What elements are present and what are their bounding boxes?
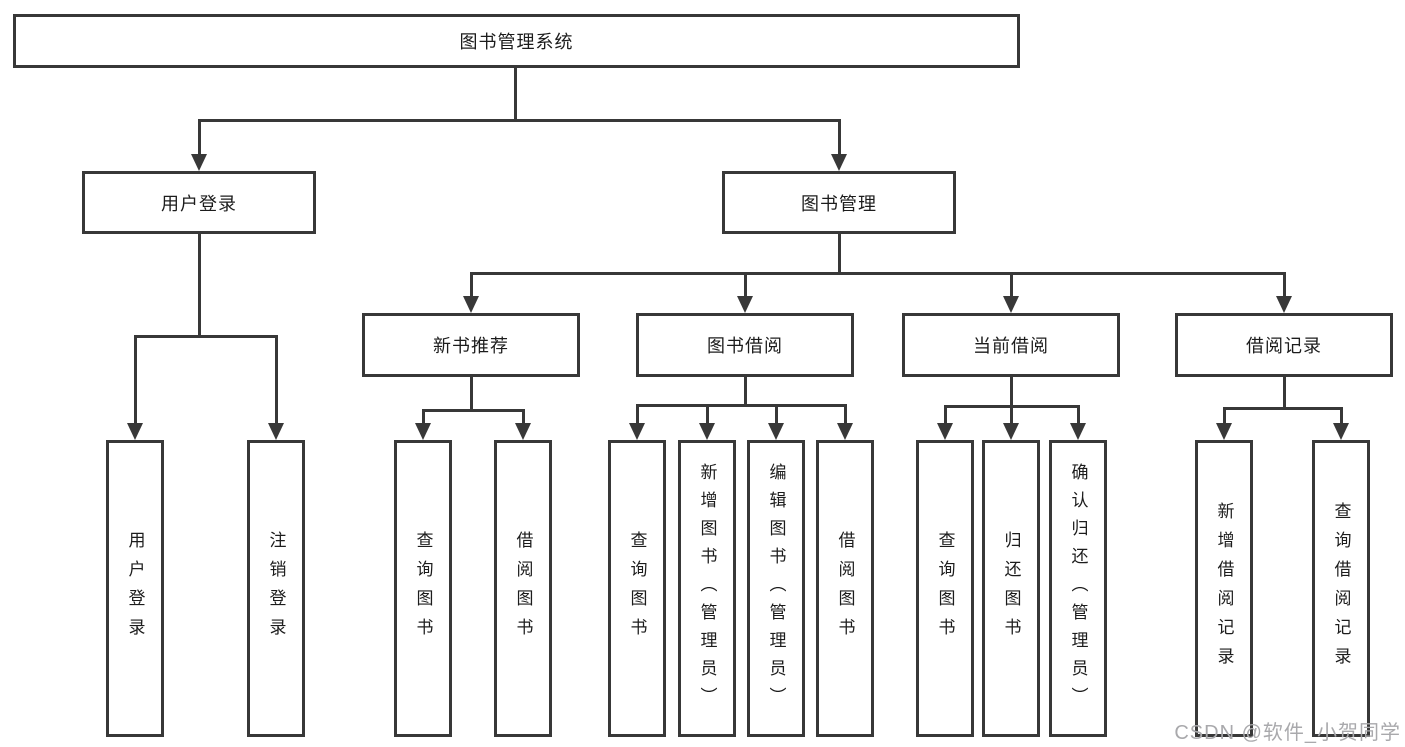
arrowhead-icon: [1333, 423, 1349, 440]
node-book-borrow: 图书借阅: [636, 313, 854, 377]
arrowhead-icon: [837, 423, 853, 440]
connector-line: [470, 377, 473, 411]
connector-line: [1010, 405, 1013, 425]
leaf-current-query-book-label: 查询图书: [935, 530, 955, 647]
connector-line: [1223, 407, 1226, 425]
connector-line: [134, 335, 137, 425]
arrowhead-icon: [737, 296, 753, 313]
arrowhead-icon: [629, 423, 645, 440]
leaf-add-book-admin: 新增图书（管理员）: [678, 440, 736, 737]
node-book-management: 图书管理: [722, 171, 956, 234]
connector-line: [706, 404, 709, 425]
leaf-recommend-query-book-label: 查询图书: [413, 530, 433, 647]
leaf-add-borrow-record-label: 新增借阅记录: [1214, 501, 1234, 676]
node-current-borrow: 当前借阅: [902, 313, 1120, 377]
connector-line: [198, 119, 201, 156]
node-borrow-record-label: 借阅记录: [1246, 336, 1322, 356]
leaf-borrow-query-book-label: 查询图书: [627, 530, 647, 647]
node-book-management-label: 图书管理: [801, 193, 877, 214]
connector-line: [944, 405, 947, 425]
connector-line: [1283, 377, 1286, 410]
connector-line: [514, 68, 517, 121]
leaf-edit-book-admin-label: 编辑图书（管理员）: [766, 462, 786, 715]
connector-line: [422, 409, 525, 412]
node-book-borrow-label: 图书借阅: [707, 336, 783, 356]
connector-line: [775, 404, 778, 425]
leaf-recommend-query-book: 查询图书: [394, 440, 452, 737]
connector-line: [198, 119, 841, 122]
leaf-confirm-return-admin-label: 确认归还（管理员）: [1068, 462, 1088, 715]
connector-line: [1340, 407, 1343, 425]
arrowhead-icon: [1216, 423, 1232, 440]
leaf-return-book-label: 归还图书: [1001, 530, 1021, 647]
arrowhead-icon: [699, 423, 715, 440]
arrowhead-icon: [768, 423, 784, 440]
leaf-edit-book-admin: 编辑图书（管理员）: [747, 440, 805, 737]
connector-line: [470, 272, 1286, 275]
leaf-user-login: 用户登录: [106, 440, 164, 737]
leaf-logout-label: 注销登录: [266, 530, 286, 647]
arrowhead-icon: [463, 296, 479, 313]
csdn-watermark: CSDN @软件_小贺同学: [1174, 722, 1401, 744]
arrowhead-icon: [268, 423, 284, 440]
connector-line: [844, 404, 847, 425]
connector-line: [1223, 407, 1343, 410]
leaf-borrow-query-book: 查询图书: [608, 440, 666, 737]
leaf-logout: 注销登录: [247, 440, 305, 737]
leaf-user-login-label: 用户登录: [125, 530, 145, 647]
node-user-login: 用户登录: [82, 171, 316, 234]
arrowhead-icon: [191, 154, 207, 171]
node-root: 图书管理系统: [13, 14, 1020, 68]
node-new-book-recommend: 新书推荐: [362, 313, 580, 377]
arrowhead-icon: [515, 423, 531, 440]
connector-line: [838, 234, 841, 275]
leaf-query-borrow-record: 查询借阅记录: [1312, 440, 1370, 737]
connector-line: [744, 377, 747, 407]
connector-line: [636, 404, 847, 407]
leaf-borrow-book-label: 借阅图书: [835, 530, 855, 647]
leaf-recommend-borrow-book: 借阅图书: [494, 440, 552, 737]
connector-line: [838, 119, 841, 156]
leaf-add-book-admin-label: 新增图书（管理员）: [697, 462, 717, 715]
connector-line: [1283, 272, 1286, 299]
connector-line: [636, 404, 639, 425]
leaf-query-borrow-record-label: 查询借阅记录: [1331, 501, 1351, 676]
connector-line: [1010, 272, 1013, 299]
leaf-recommend-borrow-book-label: 借阅图书: [513, 530, 533, 647]
arrowhead-icon: [1003, 423, 1019, 440]
arrowhead-icon: [415, 423, 431, 440]
connector-line: [1077, 405, 1080, 425]
arrowhead-icon: [937, 423, 953, 440]
connector-line: [744, 272, 747, 299]
connector-line: [522, 409, 525, 425]
connector-line: [275, 335, 278, 425]
arrowhead-icon: [1003, 296, 1019, 313]
arrowhead-icon: [1070, 423, 1086, 440]
arrowhead-icon: [831, 154, 847, 171]
connector-line: [470, 272, 473, 299]
node-borrow-record: 借阅记录: [1175, 313, 1393, 377]
arrowhead-icon: [1276, 296, 1292, 313]
node-new-book-recommend-label: 新书推荐: [433, 336, 509, 356]
arrowhead-icon: [127, 423, 143, 440]
leaf-confirm-return-admin: 确认归还（管理员）: [1049, 440, 1107, 737]
node-current-borrow-label: 当前借阅: [973, 336, 1049, 356]
leaf-current-query-book: 查询图书: [916, 440, 974, 737]
connector-line: [422, 409, 425, 425]
leaf-return-book: 归还图书: [982, 440, 1040, 737]
connector-line: [134, 335, 278, 338]
connector-line: [198, 234, 201, 337]
node-root-label: 图书管理系统: [459, 32, 574, 52]
leaf-borrow-book: 借阅图书: [816, 440, 874, 737]
connector-line: [1010, 377, 1013, 408]
leaf-add-borrow-record: 新增借阅记录: [1195, 440, 1253, 737]
node-user-login-label: 用户登录: [161, 193, 237, 214]
